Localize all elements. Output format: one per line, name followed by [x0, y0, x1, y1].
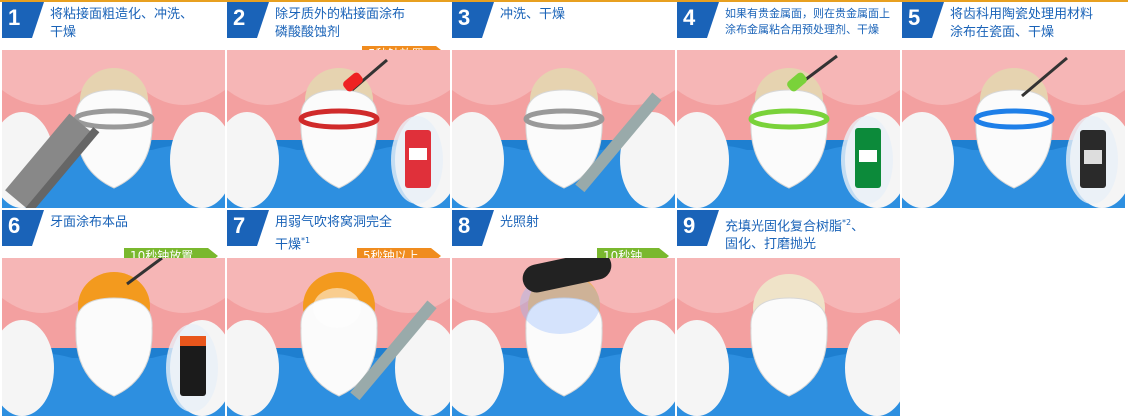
step-number-badge: 6	[2, 210, 44, 246]
step-number-badge: 4	[677, 2, 719, 38]
top-rule	[0, 0, 1128, 2]
tooth-illustration	[452, 50, 675, 208]
tooth-illustration	[452, 258, 675, 416]
step-caption: 冲洗、干燥	[500, 7, 566, 22]
step-caption: 除牙质外的粘接面涂布 磷酸酸蚀剂	[275, 7, 406, 40]
tooth-illustration	[227, 50, 450, 208]
step-panel-1: 1 将粘接面粗造化、冲洗、 干燥	[2, 2, 225, 208]
tooth-illustration	[227, 258, 450, 416]
step-number-badge: 3	[452, 2, 494, 38]
step-caption: 牙面涂布本品	[50, 215, 129, 230]
step-panel-2: 2 除牙质外的粘接面涂布 磷酸酸蚀剂 5秒钟放置	[227, 2, 450, 208]
step-panel-5: 5 将齿科用陶瓷处理用材料 涂布在瓷面、干燥	[902, 2, 1125, 208]
step-panel-9: 9 充填光固化复合树脂*2、 固化、打磨抛光	[677, 210, 900, 416]
step-caption: 如果有贵金属面，则在贵金属面上 涂布金属粘合用预处理剂、干燥	[725, 7, 890, 36]
step-caption: 将齿科用陶瓷处理用材料 涂布在瓷面、干燥	[950, 7, 1094, 40]
step-panel-7: 7 用弱气吹将窝洞完全 干燥*1 5秒钟以上	[227, 210, 450, 416]
tooth-illustration	[902, 50, 1125, 208]
step-panel-4: 4 如果有贵金属面，则在贵金属面上 涂布金属粘合用预处理剂、干燥	[677, 2, 900, 208]
step-caption: 用弱气吹将窝洞完全 干燥*1	[275, 215, 393, 253]
tooth-illustration	[2, 50, 225, 208]
step-number-badge: 1	[2, 2, 44, 38]
step-panel-8: 8 光照射 10秒钟	[452, 210, 675, 416]
step-caption: 充填光固化复合树脂*2、 固化、打磨抛光	[725, 218, 865, 253]
step-number-badge: 5	[902, 2, 944, 38]
step-panel-6: 6 牙面涂布本品 10秒钟放置	[2, 210, 225, 416]
tooth-illustration	[677, 258, 900, 416]
step-caption: 将粘接面粗造化、冲洗、 干燥	[50, 7, 194, 40]
step-caption: 光照射	[500, 215, 540, 230]
step-number-badge: 7	[227, 210, 269, 246]
step-number-badge: 8	[452, 210, 494, 246]
step-number-badge: 9	[677, 210, 719, 246]
step-panel-3: 3 冲洗、干燥	[452, 2, 675, 208]
tooth-illustration	[677, 50, 900, 208]
step-number-badge: 2	[227, 2, 269, 38]
tooth-illustration	[2, 258, 225, 416]
